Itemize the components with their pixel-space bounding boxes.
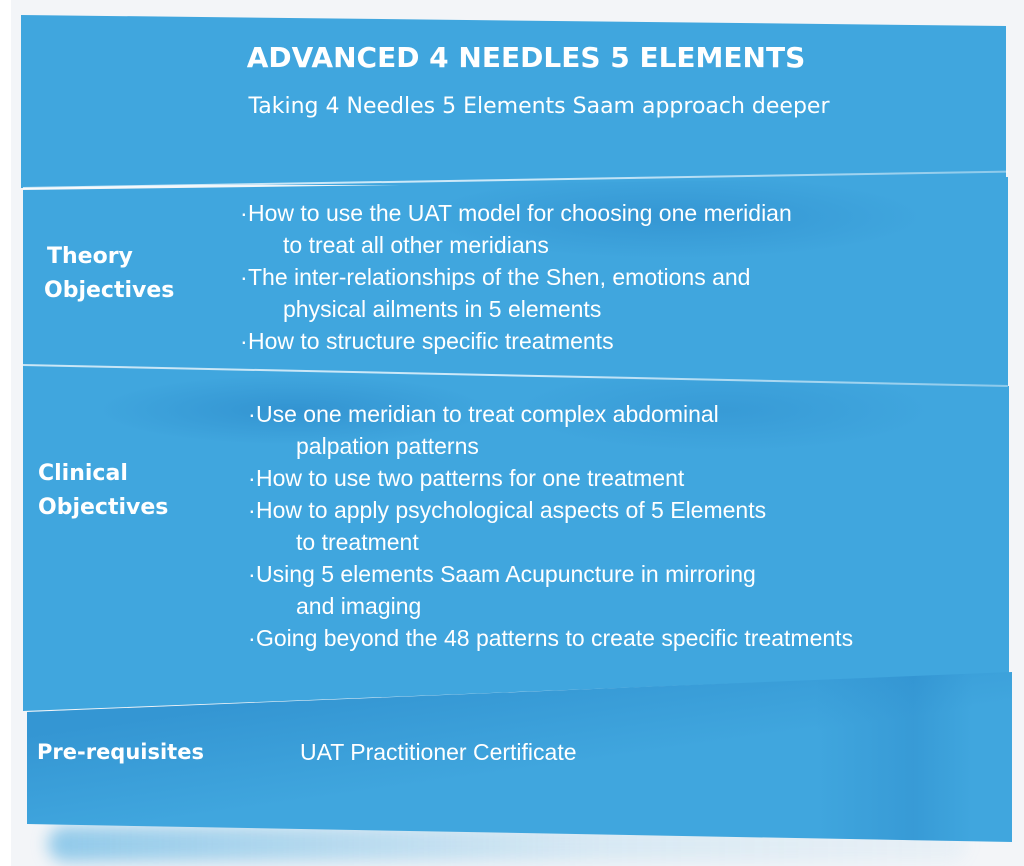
list-item: ·Using 5 elements Saam Acupuncture in mi…: [248, 558, 853, 622]
clinical-label: Clinical Objectives: [38, 457, 168, 525]
bullet-icon: ·: [248, 497, 256, 523]
theory-label-line2: Objectives: [44, 278, 175, 303]
list-item: ·The inter-relationships of the Shen, em…: [240, 261, 792, 325]
list-item-text: Use one meridian to treat complex abdomi…: [256, 401, 719, 427]
list-item: ·Use one meridian to treat complex abdom…: [248, 398, 853, 462]
bullet-icon: ·: [248, 401, 256, 427]
clinical-objectives-list: ·Use one meridian to treat complex abdom…: [248, 398, 853, 654]
bullet-icon: ·: [240, 200, 248, 226]
list-item-row: ·How to structure specific treatments: [240, 325, 792, 357]
list-item-text: How to use the UAT model for choosing on…: [248, 200, 792, 226]
list-item-row: ·Use one meridian to treat complex abdom…: [248, 398, 853, 430]
bullet-icon: ·: [240, 328, 248, 354]
list-item-text: How to use two patterns for one treatmen…: [256, 465, 685, 491]
bullet-icon: ·: [248, 561, 256, 587]
prerequisites-label: Pre-requisites: [37, 740, 204, 764]
list-item: ·How to use two patterns for one treatme…: [248, 462, 853, 494]
list-item-text: How to structure specific treatments: [248, 328, 614, 354]
list-item-continuation: and imaging: [296, 593, 422, 619]
list-item: ·Going beyond the 48 patterns to create …: [248, 622, 853, 654]
theory-label: Theory Objectives: [44, 240, 174, 308]
list-item: ·How to apply psychological aspects of 5…: [248, 494, 853, 558]
page-title: ADVANCED 4 NEEDLES 5 ELEMENTS: [246, 41, 806, 74]
list-item-row: ·How to apply psychological aspects of 5…: [248, 494, 853, 526]
prerequisites-value: UAT Practitioner Certificate: [300, 739, 577, 765]
bullet-icon: ·: [240, 264, 248, 290]
list-item-continuation: palpation patterns: [296, 433, 479, 459]
list-item-continuation: to treat all other meridians: [283, 232, 549, 258]
header-band: [21, 15, 1006, 185]
list-item-text: How to apply psychological aspects of 5 …: [256, 497, 767, 523]
list-item-continuation: physical ailments in 5 elements: [283, 296, 602, 322]
theory-objectives-list: ·How to use the UAT model for choosing o…: [240, 197, 792, 357]
clinical-label-line1: Clinical: [38, 461, 128, 486]
list-item-row: ·How to use two patterns for one treatme…: [248, 462, 853, 494]
list-item-row: ·Using 5 elements Saam Acupuncture in mi…: [248, 558, 853, 590]
clinical-label-line2: Objectives: [38, 495, 169, 520]
list-item-text: Going beyond the 48 patterns to create s…: [256, 625, 854, 651]
list-item: ·How to use the UAT model for choosing o…: [240, 197, 792, 261]
list-item-row: ·The inter-relationships of the Shen, em…: [240, 261, 792, 293]
page-subtitle: Taking 4 Needles 5 Elements Saam approac…: [248, 94, 830, 119]
theory-label-line1: Theory: [47, 244, 133, 269]
list-item-row: ·How to use the UAT model for choosing o…: [240, 197, 792, 229]
list-item-text: The inter-relationships of the Shen, emo…: [248, 264, 751, 290]
bullet-icon: ·: [248, 625, 256, 651]
list-item-text: Using 5 elements Saam Acupuncture in mir…: [256, 561, 756, 587]
list-item-continuation: to treatment: [296, 529, 419, 555]
bullet-icon: ·: [248, 465, 256, 491]
list-item: ·How to structure specific treatments: [240, 325, 792, 357]
list-item-row: ·Going beyond the 48 patterns to create …: [248, 622, 853, 654]
